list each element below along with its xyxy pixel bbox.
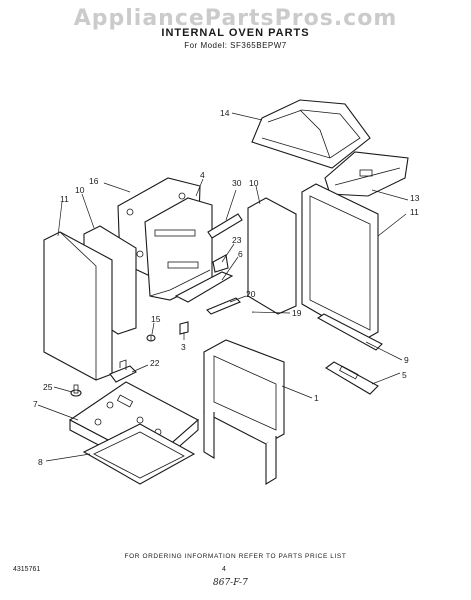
part-22-bracket: [109, 359, 137, 383]
callout-7: 7: [33, 399, 38, 409]
part-9-rail: [316, 313, 383, 351]
callout-6: 6: [238, 249, 243, 259]
callout-3: 3: [181, 342, 186, 352]
callout-16: 16: [89, 176, 99, 186]
part-11-outer-panel-right: [301, 183, 379, 341]
part-25-screw: [70, 384, 82, 397]
part-15-screw: [146, 334, 156, 342]
callout-1: 1: [314, 393, 319, 403]
part-23-bracket: [212, 254, 229, 273]
model-label: For Model: SF365BEPW7: [184, 41, 287, 50]
callout-11-right: 11: [410, 207, 419, 217]
document-part-number: 4315761: [13, 566, 41, 573]
handwritten-note: 867-F-7: [213, 578, 248, 588]
callout-10-left: 10: [75, 185, 85, 195]
callout-20: 20: [246, 289, 256, 299]
part-19-front-frame: [203, 339, 285, 485]
watermark: AppliancePartsPros.com: [73, 6, 398, 31]
callout-4: 4: [200, 170, 205, 180]
part-13-baffle: [324, 151, 409, 197]
page-number: 4: [222, 566, 226, 573]
part-5-rail-bracket: [325, 361, 379, 395]
callout-5: 5: [402, 370, 407, 380]
part-10-side-panel-right: [247, 197, 297, 315]
callout-30: 30: [232, 178, 242, 188]
callout-8: 8: [38, 457, 43, 467]
leader-lines: [37, 112, 409, 462]
part-6-brace: [174, 271, 234, 303]
part-14-oven-top: [251, 99, 371, 169]
callout-9: 9: [404, 355, 409, 365]
part-3-clip: [179, 321, 189, 335]
callout-19: 19: [292, 308, 302, 318]
part-20-strip: [206, 297, 241, 315]
callout-10-right: 10: [249, 178, 259, 188]
callout-14: 14: [220, 108, 230, 118]
ordering-note: FOR ORDERING INFORMATION REFER TO PARTS …: [124, 553, 347, 560]
callout-22: 22: [150, 358, 160, 368]
callout-15: 15: [151, 314, 161, 324]
part-11-outer-panel-left: [43, 231, 113, 381]
diagram-title: INTERNAL OVEN PARTS: [161, 27, 310, 39]
part-8-bottom-pan: [82, 423, 196, 485]
callout-25: 25: [43, 382, 53, 392]
callout-13: 13: [410, 193, 420, 203]
callout-11-left: 11: [60, 194, 69, 204]
callout-23: 23: [232, 235, 242, 245]
part-30-strip: [207, 213, 243, 239]
